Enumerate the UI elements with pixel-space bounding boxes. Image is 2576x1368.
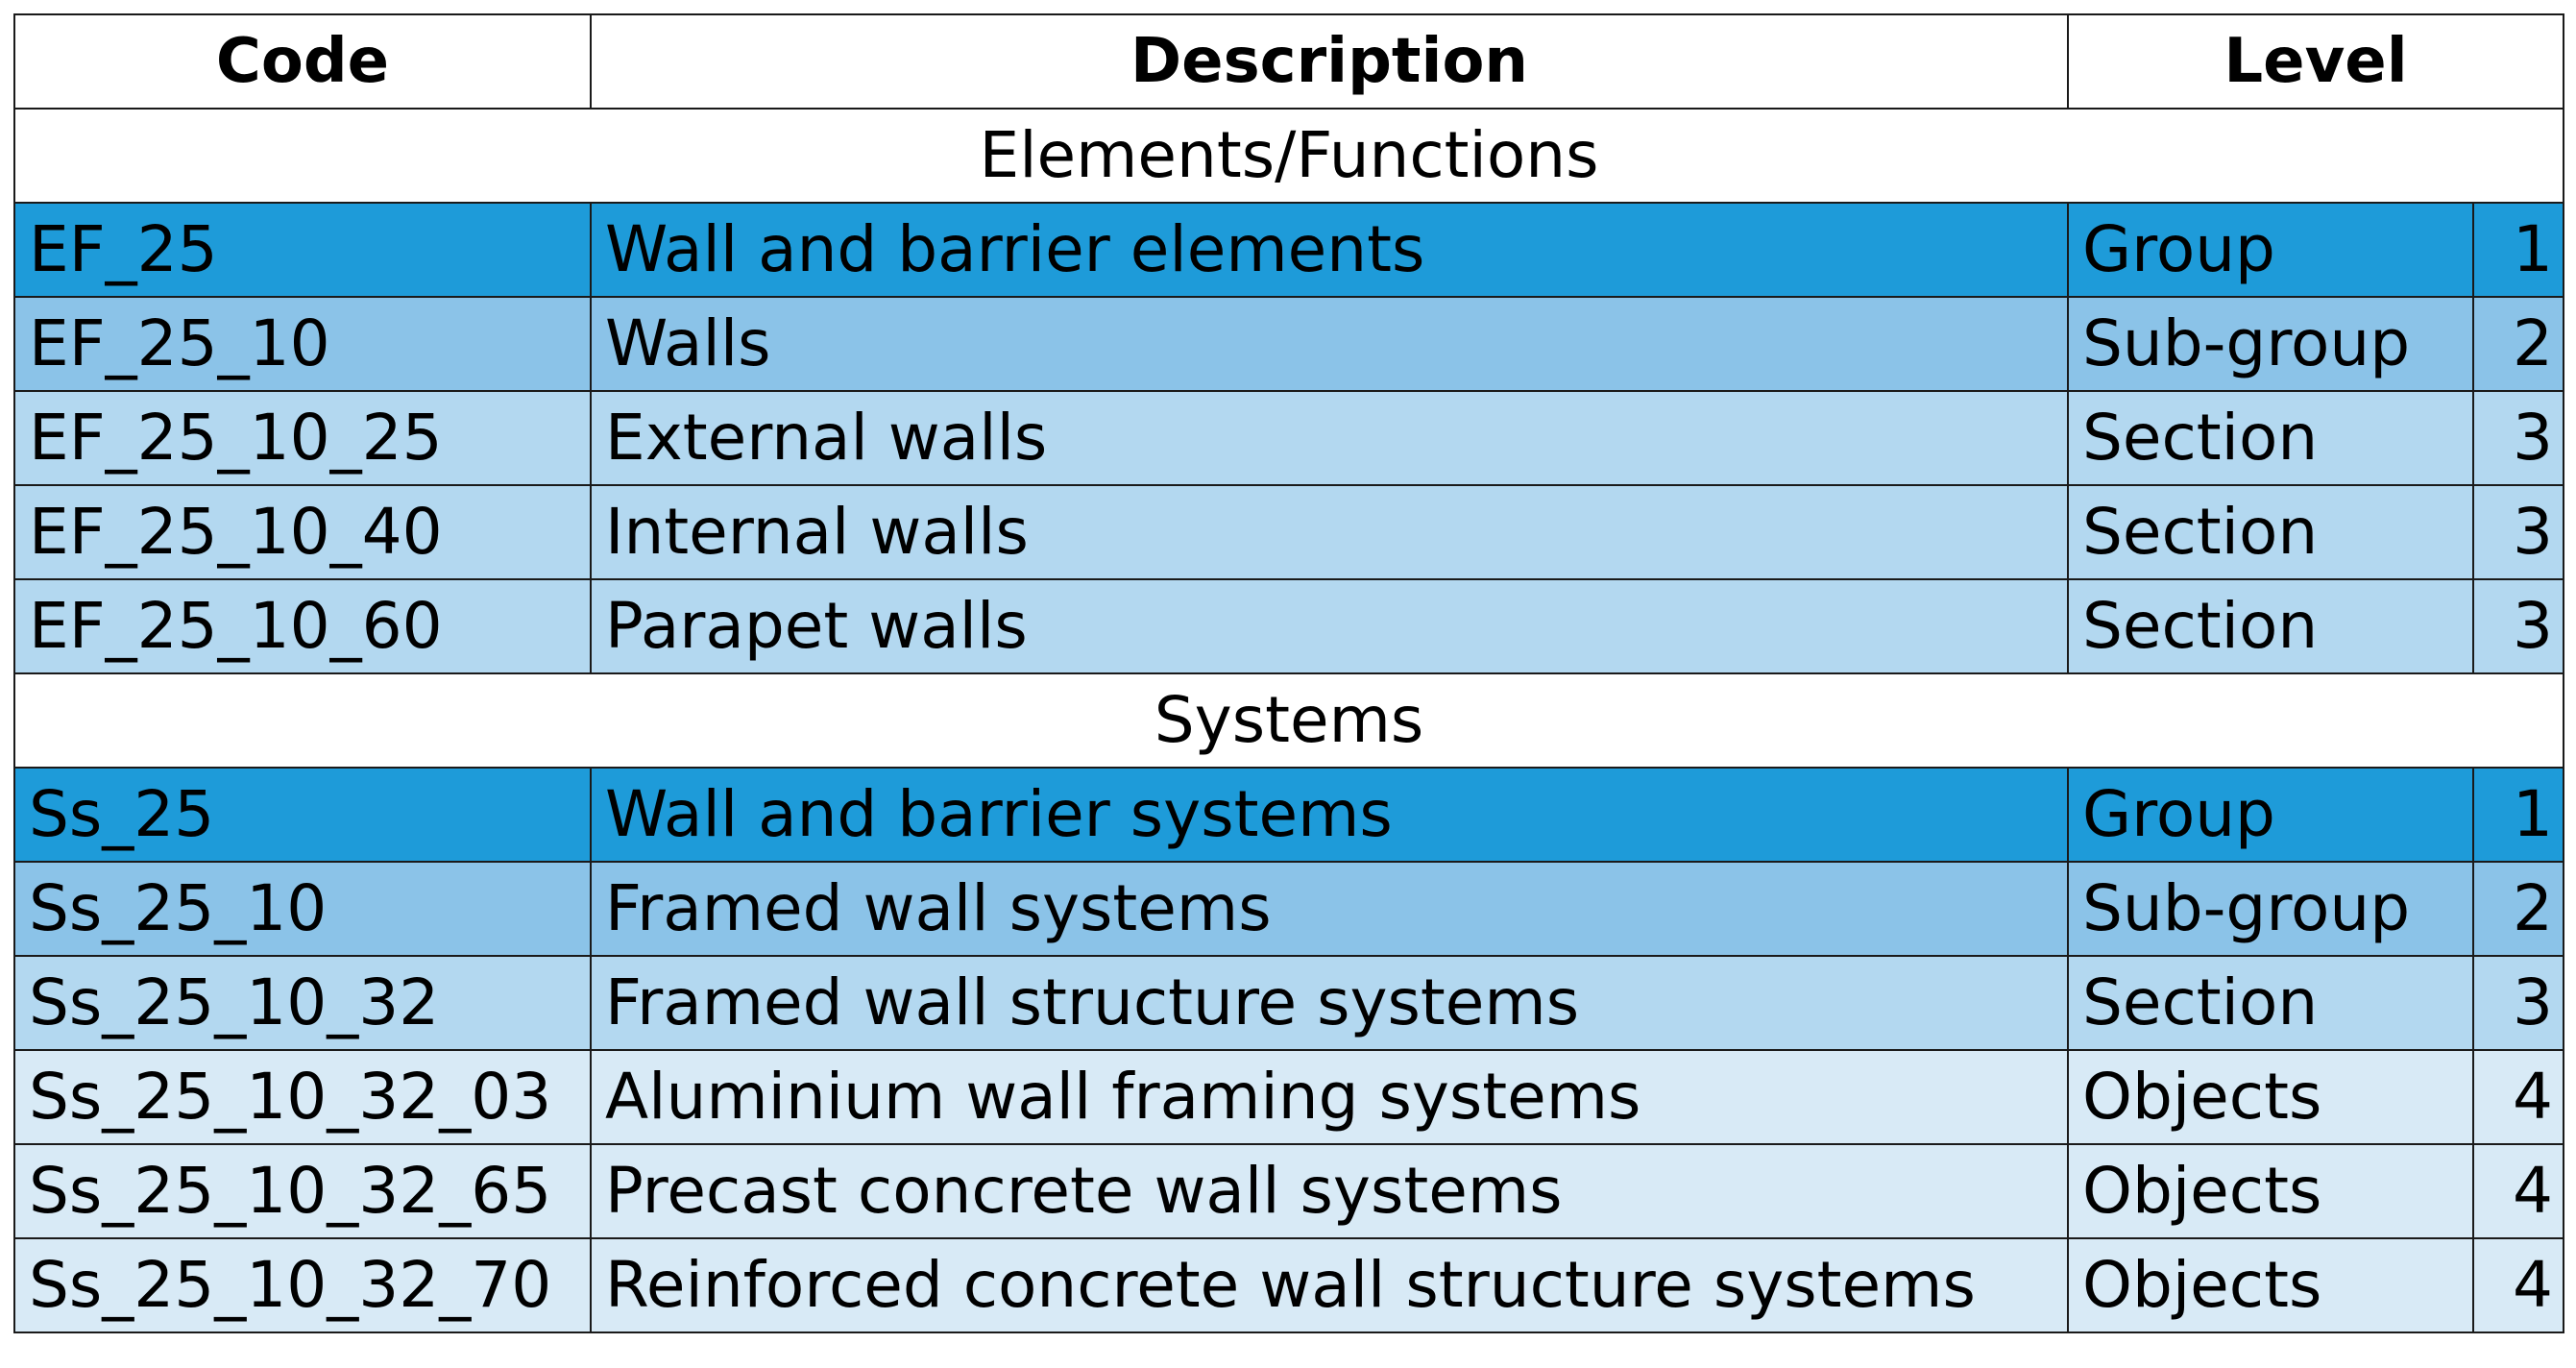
level-number-cell: 4 (2472, 1143, 2564, 1239)
code-cell: EF_25_10_40 (13, 484, 592, 580)
code-cell: Ss_25_10_32_65 (13, 1143, 592, 1239)
level-cell: Objects (2067, 1237, 2474, 1333)
level-number-cell: 3 (2472, 578, 2564, 674)
level-cell: Sub-group (2067, 861, 2474, 957)
section-header-row: Elements/Functions (13, 108, 2564, 204)
code-cell: EF_25_10_60 (13, 578, 592, 674)
description-cell: Aluminium wall framing systems (590, 1049, 2069, 1145)
level-cell: Objects (2067, 1143, 2474, 1239)
level-cell: Sub-group (2067, 296, 2474, 392)
description-cell: Framed wall structure systems (590, 955, 2069, 1051)
description-cell: External walls (590, 390, 2069, 486)
level-cell: Section (2067, 955, 2474, 1051)
code-cell: Ss_25_10 (13, 861, 592, 957)
code-cell: Ss_25_10_32_03 (13, 1049, 592, 1145)
description-cell: Precast concrete wall systems (590, 1143, 2069, 1239)
section-header-row: Systems (13, 672, 2564, 769)
classification-table: Code Description Level Elements/Function… (13, 13, 2564, 1333)
level-number-cell: 4 (2472, 1237, 2564, 1333)
section-title: Elements/Functions (13, 108, 2564, 204)
header-row: Code Description Level (13, 13, 2564, 110)
code-cell: Ss_25_10_32_70 (13, 1237, 592, 1333)
header-level: Level (2067, 13, 2564, 110)
header-code: Code (13, 13, 592, 110)
description-cell: Wall and barrier systems (590, 767, 2069, 863)
code-cell: EF_25_10_25 (13, 390, 592, 486)
code-cell: Ss_25_10_32 (13, 955, 592, 1051)
code-cell: EF_25_10 (13, 296, 592, 392)
level-number-cell: 4 (2472, 1049, 2564, 1145)
level-number-cell: 1 (2472, 767, 2564, 863)
description-cell: Framed wall systems (590, 861, 2069, 957)
level-number-cell: 2 (2472, 861, 2564, 957)
level-number-cell: 3 (2472, 955, 2564, 1051)
description-cell: Wall and barrier elements (590, 202, 2069, 298)
level-cell: Section (2067, 390, 2474, 486)
section-title: Systems (13, 672, 2564, 769)
description-cell: Walls (590, 296, 2069, 392)
description-cell: Reinforced concrete wall structure syste… (590, 1237, 2069, 1333)
level-cell: Section (2067, 484, 2474, 580)
level-cell: Section (2067, 578, 2474, 674)
level-cell: Objects (2067, 1049, 2474, 1145)
description-cell: Parapet walls (590, 578, 2069, 674)
level-number-cell: 2 (2472, 296, 2564, 392)
level-cell: Group (2067, 767, 2474, 863)
level-number-cell: 1 (2472, 202, 2564, 298)
code-cell: EF_25 (13, 202, 592, 298)
level-number-cell: 3 (2472, 484, 2564, 580)
header-description: Description (590, 13, 2069, 110)
description-cell: Internal walls (590, 484, 2069, 580)
level-number-cell: 3 (2472, 390, 2564, 486)
level-cell: Group (2067, 202, 2474, 298)
code-cell: Ss_25 (13, 767, 592, 863)
